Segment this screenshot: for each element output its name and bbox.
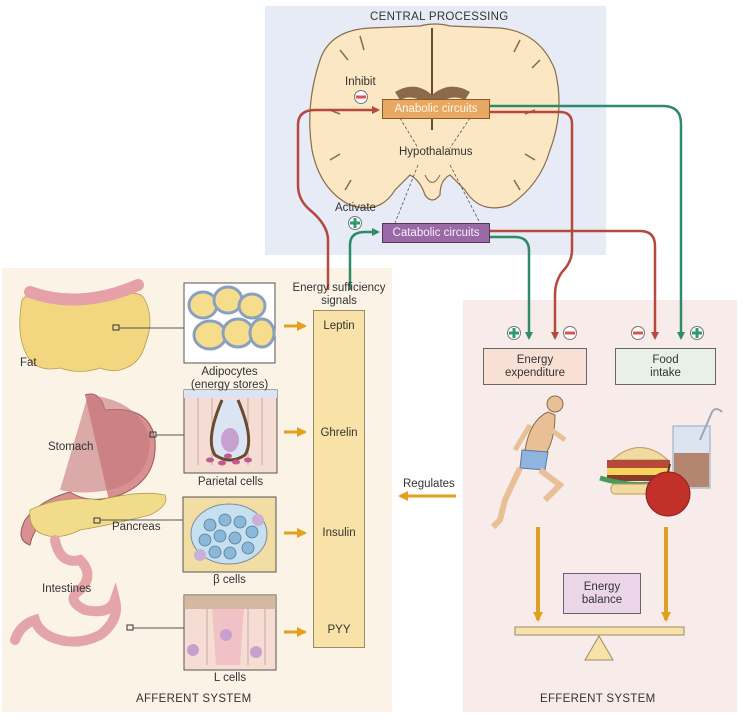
energy-sufficiency-signals-label: Energy sufficiency signals — [289, 282, 389, 308]
signal-leptin: Leptin — [323, 320, 355, 332]
eb-line2: balance — [581, 593, 623, 606]
adipocytes-label: Adipocytes (energy stores) — [184, 366, 275, 392]
activate-plus-icon — [348, 216, 362, 230]
runner-illustration — [490, 395, 567, 530]
eb-line1: Energy — [583, 580, 621, 593]
anabolic-to-energy-expenditure — [490, 110, 574, 340]
catabolic-circuits-box: Catabolic circuits — [382, 223, 490, 243]
central-processing-title: CENTRAL PROCESSING — [370, 11, 509, 23]
digestive-illustration — [10, 393, 184, 647]
fi-line1: Food — [652, 353, 679, 366]
afferent-system-title: AFFERENT SYSTEM — [136, 693, 252, 705]
signals-line2: signals — [321, 295, 357, 307]
signal-insulin: Insulin — [322, 527, 356, 539]
regulates-label: Regulates — [403, 478, 455, 490]
catabolic-to-energy-expenditure — [490, 235, 533, 340]
fi-plus-icon — [690, 326, 704, 340]
catabolic-to-food-intake — [490, 229, 659, 340]
inhibit-path — [296, 106, 380, 290]
adipocytes-line1: Adipocytes — [201, 366, 258, 378]
balance-beam — [514, 626, 685, 636]
balance-fulcrum — [584, 635, 614, 661]
signal-ghrelin: Ghrelin — [320, 427, 358, 439]
food-illustration — [599, 408, 723, 517]
ee-line2: expenditure — [504, 366, 566, 379]
beta-cells-illustration — [182, 496, 277, 573]
signals-line1: Energy sufficiency — [292, 282, 386, 294]
ee-line1: Energy — [516, 353, 554, 366]
signal-pyy: PYY — [327, 624, 351, 636]
hypothalamus-label: Hypothalamus — [399, 146, 473, 158]
organ-fat-label: Fat — [20, 357, 37, 369]
l-cells-label: L cells — [213, 672, 247, 684]
parietal-cells-illustration — [183, 389, 278, 474]
organ-intestines-label: Intestines — [42, 583, 92, 595]
signal-column: Leptin Ghrelin Insulin PYY — [313, 310, 365, 648]
anabolic-to-food-intake — [490, 104, 685, 340]
beta-cells-label: β cells — [213, 574, 246, 586]
l-cells-illustration — [183, 594, 277, 671]
activate-label: Activate — [335, 202, 376, 214]
ee-minus-icon — [563, 326, 577, 340]
ee-plus-icon — [507, 326, 521, 340]
inhibit-minus-icon — [354, 90, 368, 104]
anabolic-circuits-box: Anabolic circuits — [382, 99, 490, 119]
efferent-system-title: EFFERENT SYSTEM — [540, 693, 656, 705]
organ-stomach-label: Stomach — [48, 441, 94, 453]
adipocytes-line2: (energy stores) — [190, 379, 269, 391]
inhibit-label: Inhibit — [345, 76, 376, 88]
fi-line2: intake — [650, 366, 681, 379]
fat-illustration — [19, 279, 184, 372]
parietal-cells-label: Parietal cells — [197, 476, 264, 488]
activate-path — [348, 228, 380, 290]
brain-illustration — [309, 23, 560, 224]
fi-minus-icon — [631, 326, 645, 340]
organ-pancreas-label: Pancreas — [112, 521, 161, 533]
adipocytes-illustration — [183, 282, 276, 364]
